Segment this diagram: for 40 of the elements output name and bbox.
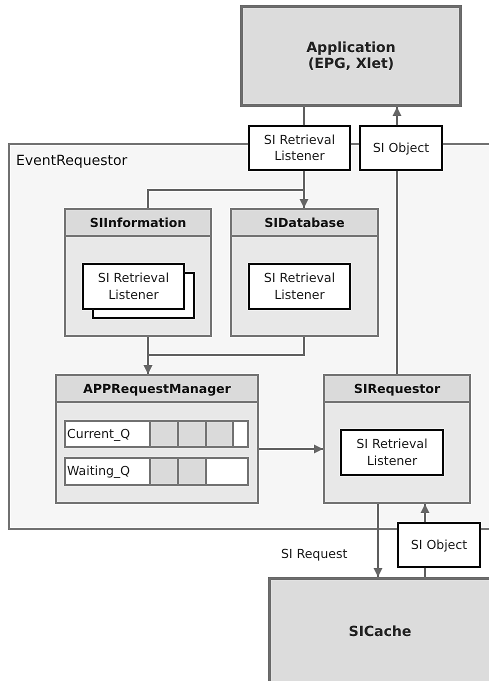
node-label: SI Retrieval Listener [355,436,429,469]
node-label: SI Object [410,536,468,554]
node-label: SI Retrieval Listener [96,270,170,303]
frame-title: EventRequestor [16,153,128,169]
arrow [259,444,323,454]
arrow [374,504,382,577]
panel-title: SIRequestor [325,376,469,403]
connector-line [303,107,305,125]
container-frame [8,143,489,530]
arrow [144,337,305,374]
node-label: SICache [348,624,412,640]
component-box [240,5,462,107]
node-label: SI Object [372,140,430,156]
interface-box [248,263,351,310]
queue-label: Current_Q [67,426,130,441]
interface-box [82,263,185,310]
edge-label: SI Request [281,546,348,561]
panel-title: SIDatabase [232,210,377,237]
interface-box [397,522,481,568]
interface-box [340,429,444,476]
connector-line [147,171,305,208]
connector-line [396,171,398,374]
component-panel [55,374,259,504]
node-label: SI Retrieval Listener [262,132,336,164]
queue-bar [64,420,249,448]
component-panel [64,208,212,337]
node-label: Application (EPG, Xlet) [305,40,397,72]
queue-bar [64,457,249,486]
node-label: SI Retrieval Listener [262,270,336,303]
arrow [392,107,402,125]
connector-line [424,568,426,577]
component-box [268,577,489,681]
interface-box [248,125,351,171]
panel-title: SIInformation [66,210,210,237]
arrow [420,504,430,522]
queue-label: Waiting_Q [67,463,130,478]
component-panel [323,374,471,504]
component-panel [230,208,379,337]
interface-box [359,125,443,171]
panel-title: APPRequestManager [57,376,257,403]
